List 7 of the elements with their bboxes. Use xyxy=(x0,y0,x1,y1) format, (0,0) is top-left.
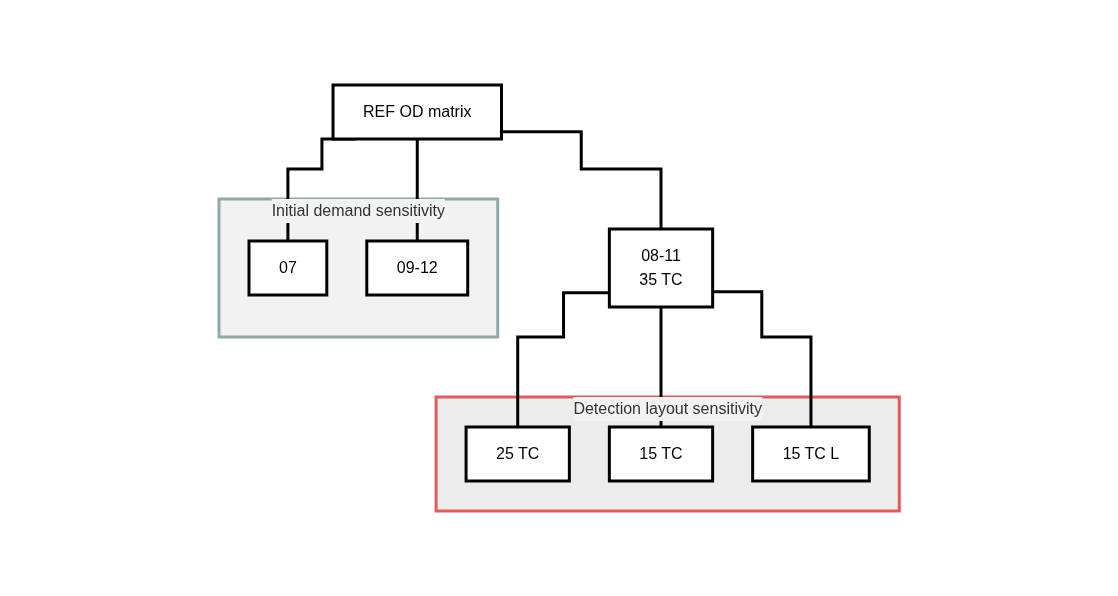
node-box: 09-12 xyxy=(365,239,470,297)
node-box: 07 xyxy=(247,239,329,297)
node-box: 15 TC L xyxy=(751,425,871,483)
node-box: REF OD matrix xyxy=(331,83,503,141)
node-box: 15 TC xyxy=(607,425,714,483)
node-box: 25 TC xyxy=(464,425,571,483)
node-box: 08-11 35 TC xyxy=(607,227,714,309)
